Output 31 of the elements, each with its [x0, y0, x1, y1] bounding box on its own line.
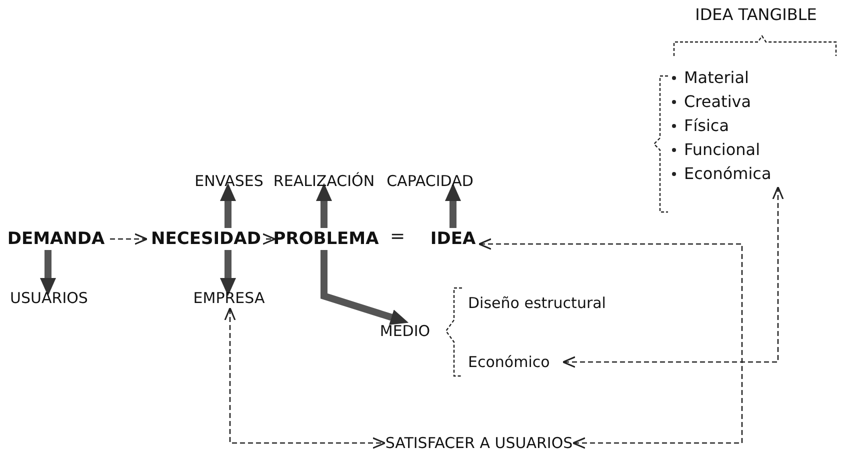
arrow	[220, 250, 236, 296]
list-item: Económica	[684, 163, 772, 185]
group-heading: IDEA TANGIBLE	[695, 4, 817, 26]
arrow	[224, 307, 386, 449]
list-item: Funcional	[684, 139, 760, 161]
term-label: CAPACIDAD	[386, 171, 474, 192]
arrow	[445, 183, 461, 228]
term-label: Económico	[468, 352, 550, 373]
arrow	[320, 250, 409, 325]
term-label: Diseño estructural	[468, 293, 606, 314]
concept-label: PROBLEMA	[273, 228, 379, 250]
arrow	[316, 183, 332, 228]
term-label: EMPRESA	[193, 288, 265, 309]
term-label: SATISFACER A USUARIOS	[385, 433, 573, 454]
term-label: REALIZACIÓN	[273, 171, 375, 192]
list-item: Material	[684, 67, 749, 89]
arrow	[262, 233, 276, 245]
equals-sign: =	[390, 226, 406, 248]
arrow	[40, 250, 56, 296]
concept-label: DEMANDA	[7, 228, 105, 250]
concept-label: IDEA	[430, 228, 476, 250]
term-label: MEDIO	[380, 321, 430, 342]
arrow	[220, 183, 236, 228]
arrow	[110, 233, 148, 245]
arrow	[562, 186, 784, 368]
concept-label: NECESIDAD	[151, 228, 261, 250]
term-label: ENVASES	[194, 171, 264, 192]
arrow	[478, 238, 743, 449]
list-item: Creativa	[684, 91, 752, 113]
list-item: Física	[684, 115, 730, 137]
term-label: USUARIOS	[10, 288, 88, 309]
